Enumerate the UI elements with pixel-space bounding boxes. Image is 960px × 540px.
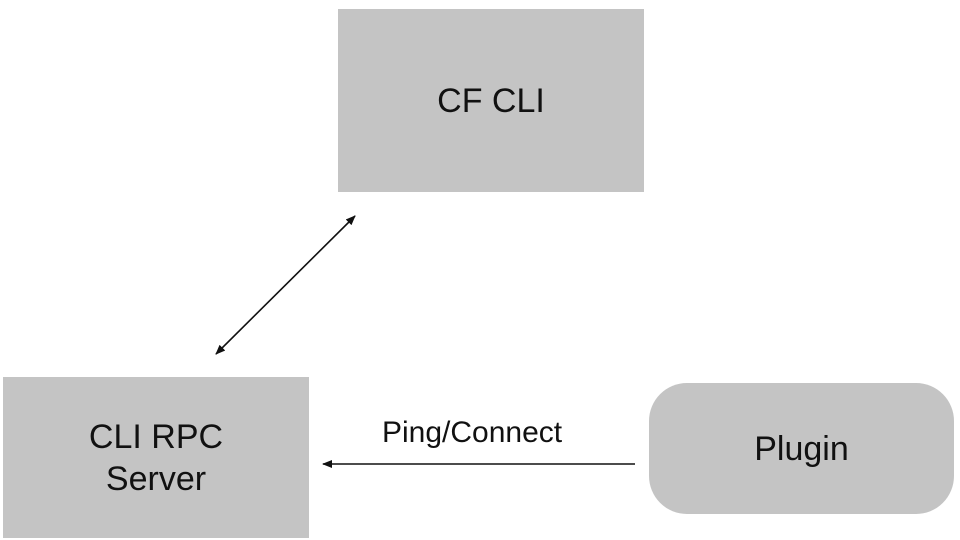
cli-rpc-server-box: CLI RPC Server (3, 377, 309, 538)
plugin-box: Plugin (649, 383, 954, 514)
cf-cli-box: CF CLI (338, 9, 644, 192)
cf-cli-label: CF CLI (437, 81, 545, 120)
cli-rpc-server-label: CLI RPC Server (88, 417, 224, 498)
plugin-label: Plugin (754, 429, 849, 468)
ping-connect-label: Ping/Connect (382, 416, 563, 449)
cli-rpc-bidirectional-arrow (215, 215, 356, 355)
